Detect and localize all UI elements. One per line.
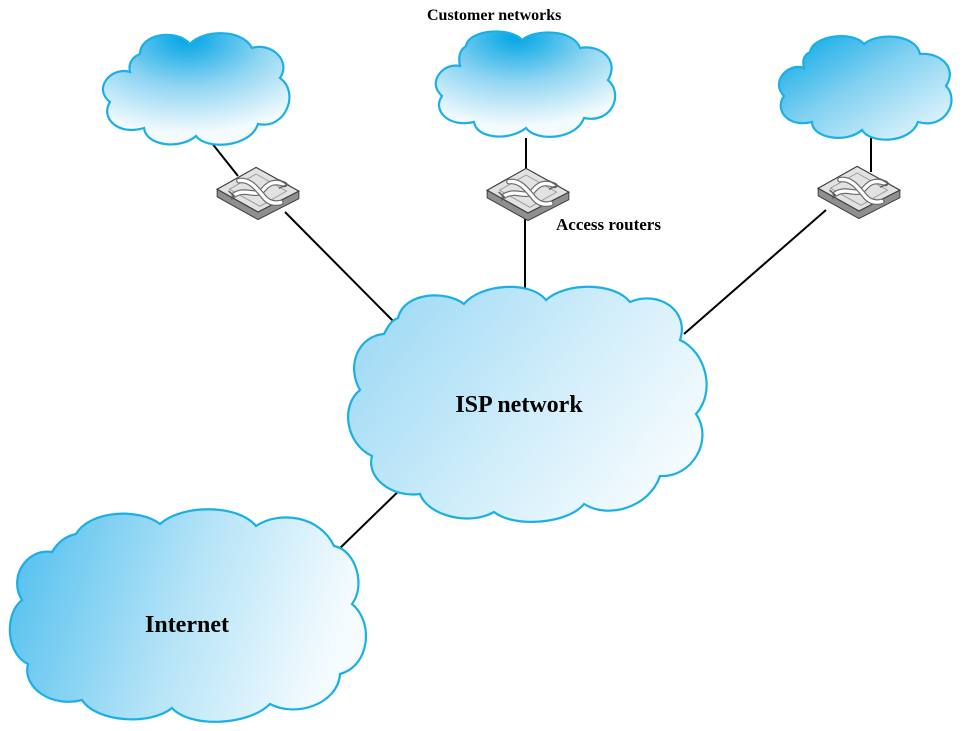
access-router-middle	[487, 168, 569, 220]
isp-network-label: ISP network	[455, 392, 583, 418]
link-cloud-left-to-router-left	[210, 141, 239, 177]
network-links	[210, 135, 872, 553]
internet-label: Internet	[145, 612, 229, 638]
router-icon	[487, 168, 569, 220]
router-icon	[217, 167, 299, 219]
customer-network-cloud-left	[102, 32, 291, 146]
router-icon	[818, 166, 900, 218]
access-router-right	[818, 166, 900, 218]
access-routers-label: Access routers	[556, 215, 661, 234]
customer-networks-label: Customer networks	[427, 7, 561, 24]
link-isp-to-internet	[335, 481, 409, 553]
link-router-right-to-isp	[683, 209, 827, 335]
isp-network-cloud	[346, 285, 708, 523]
customer-network-cloud-middle	[434, 30, 617, 138]
access-router-left	[217, 167, 299, 219]
customer-network-cloud-right	[777, 35, 953, 141]
internet-cloud	[8, 508, 367, 723]
link-router-left-to-isp	[284, 211, 398, 326]
